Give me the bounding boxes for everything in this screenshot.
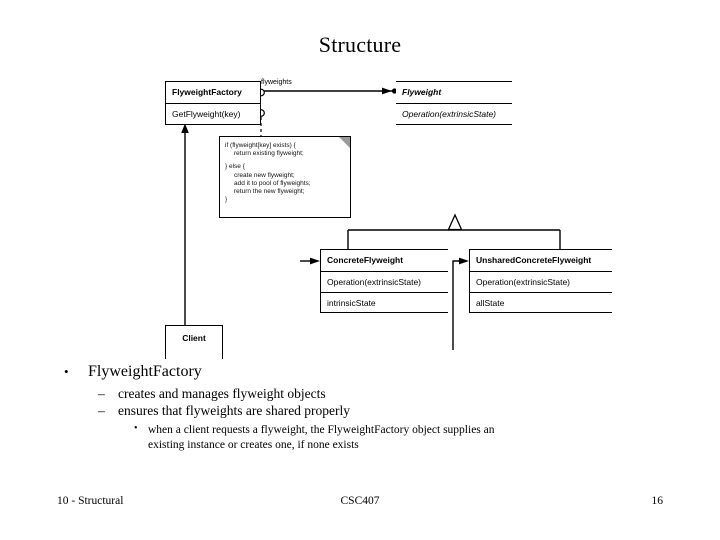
slide-body: • FlyweightFactory – creates and manages…	[0, 362, 720, 452]
diagram-connectors	[181, 87, 561, 350]
class-name-unshared-concrete-flyweight: UnsharedConcreteFlyweight	[476, 255, 592, 266]
bullet-marker: •	[134, 423, 138, 434]
footer-course-label: CSC407	[340, 495, 380, 507]
bullet-text: existing instance or creates one, if non…	[148, 438, 359, 451]
bullet-marker: –	[98, 386, 105, 401]
note-line: } else {	[225, 163, 245, 171]
page-title: Structure	[318, 32, 402, 57]
note-line: return existing flyweight;	[234, 150, 304, 158]
class-operation-get-flyweight: GetFlyweight(key)	[166, 103, 260, 124]
slide-footer: 10 - Structural CSC407 16	[0, 495, 720, 515]
note-line: create new flyweight;	[234, 171, 295, 179]
footer-section-label: 10 - Structural	[57, 495, 124, 507]
generalization-flyweight	[347, 213, 561, 249]
note-line: add it to pool of flyweights;	[234, 179, 311, 187]
association-client-factory	[181, 123, 189, 330]
class-box-client[interactable]: Client	[165, 325, 223, 359]
bullet-text: FlyweightFactory	[88, 363, 202, 380]
class-box-flyweight[interactable]: Flyweight Operation(extrinsicState)	[396, 81, 512, 125]
bullet-marker: •	[64, 364, 69, 379]
footer-page-number: 16	[651, 495, 664, 507]
note-box-pseudocode: if (flyweight[key] exists) { return exis…	[219, 136, 351, 218]
note-line: if (flyweight[key] exists) {	[225, 142, 296, 149]
bullet-level2: – ensures that flyweights are shared pro…	[0, 402, 720, 419]
note-folded-corner-icon	[339, 137, 350, 148]
bullet-level1: • FlyweightFactory	[0, 362, 720, 382]
bullet-text: creates and manages flyweight objects	[118, 386, 326, 401]
class-name-flyweight: Flyweight	[402, 87, 442, 98]
class-box-concrete-flyweight[interactable]: ConcreteFlyweight Operation(extrinsicSta…	[320, 249, 448, 313]
association-label-flyweights: flyweights	[261, 79, 292, 86]
class-operation-unshared-concrete-flyweight: Operation(extrinsicState)	[470, 271, 612, 292]
bullet-level3: • when a client requests a flyweight, th…	[0, 423, 720, 452]
class-name-concrete-flyweight: ConcreteFlyweight	[327, 255, 404, 266]
association-factory-flyweight	[257, 87, 398, 97]
class-box-unshared-concrete-flyweight[interactable]: UnsharedConcreteFlyweight Operation(extr…	[469, 249, 612, 313]
class-box-flyweight-factory[interactable]: FlyweightFactory GetFlyweight(key)	[165, 81, 261, 125]
class-operation-concrete-flyweight: Operation(extrinsicState)	[321, 271, 448, 292]
class-name-client: Client	[182, 332, 206, 343]
class-attribute-intrinsic-state: intrinsicState	[321, 292, 448, 313]
class-operation-flyweight: Operation(extrinsicState)	[396, 103, 512, 124]
bullet-text: when a client requests a flyweight, the …	[148, 424, 495, 436]
arrow-into-concrete-flyweight	[300, 257, 320, 265]
uml-class-diagram: flyweights FlyweightFactory GetFlyweight…	[165, 79, 612, 359]
class-attribute-all-state: allState	[470, 292, 612, 313]
bullet-level2: – creates and manages flyweight objects	[0, 385, 720, 402]
arrow-into-unshared-concrete-flyweight	[452, 257, 469, 350]
note-line: }	[225, 196, 228, 204]
bullet-marker: –	[98, 403, 105, 418]
bullet-text: ensures that flyweights are shared prope…	[118, 403, 351, 418]
note-line: return the new flyweight;	[234, 188, 305, 196]
class-name-flyweight-factory: FlyweightFactory	[172, 87, 242, 98]
